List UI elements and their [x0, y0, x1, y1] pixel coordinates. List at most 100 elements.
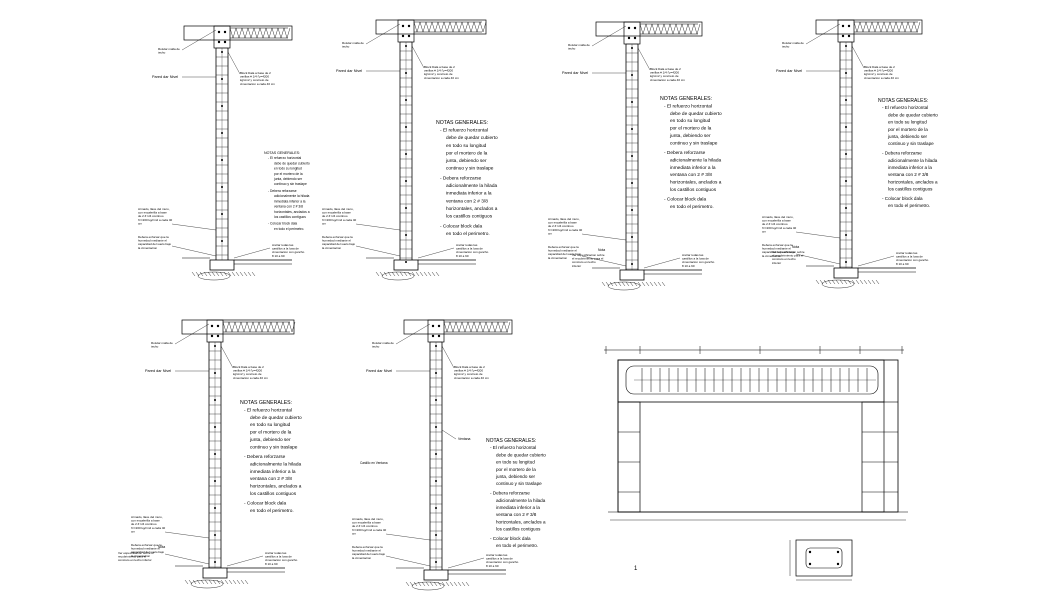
rebar	[845, 234, 847, 236]
block-dala-label: cimentacion a cada 40 cm	[650, 78, 685, 82]
mortar-label: humedad mediante el	[138, 239, 167, 243]
rebar	[631, 236, 633, 238]
note-line: - El refuerzo horizontal	[268, 156, 301, 160]
block-dala-label: Block Dala a base de 2	[650, 67, 681, 71]
block-dala-label: kg/cm2 y concreto de	[454, 372, 483, 376]
armado-dala-label: f'c=200 kg/cm2 a cada 40	[548, 228, 583, 232]
anclar-label: Anclar todas las	[486, 553, 508, 557]
note-line: - Colocar block dala	[664, 197, 706, 203]
note-line: continuo y sin traslape	[250, 444, 298, 450]
rotular-label: techo	[372, 345, 380, 349]
note-line: en todo el perimetro.	[274, 227, 304, 231]
rebar	[405, 180, 407, 182]
mortar-label: capacidad del suelo bajo	[352, 552, 385, 556]
anclar-label: 8 10 a 90	[682, 264, 695, 268]
note-line: horizontales, anclados a	[496, 519, 546, 524]
note-line: inmediata inferior a la	[274, 199, 306, 203]
anclar-label: castillos a la losa de	[682, 257, 709, 261]
block-dala-label: Block Dala a base de 2	[424, 65, 455, 69]
foundation	[833, 267, 859, 279]
block-dala-label: Block Dala a base de 2	[233, 365, 264, 369]
rotular-label: Rotular malla de	[782, 41, 804, 45]
rebar	[435, 426, 437, 428]
note-line: - Colocar block dala	[490, 536, 531, 541]
notes-title: NOTAS GENERALES:	[264, 151, 300, 155]
ver-especificacion-label: concreto en lecho	[572, 260, 596, 264]
roof-slab	[375, 19, 487, 35]
note-line: - El refuerzo horizontal	[244, 407, 292, 413]
rebar	[435, 507, 437, 509]
note-line: debe de quedar cubierto	[888, 112, 938, 117]
block-dala-label: Block Dala a base de 2	[864, 65, 895, 69]
notes-title: NOTAS GENERALES:	[660, 96, 712, 102]
leader	[385, 533, 431, 541]
armado-dala-label: cm	[322, 221, 327, 225]
note-line: en todo su longitud	[670, 118, 711, 124]
soil-hatch	[601, 281, 666, 287]
leader	[851, 45, 865, 69]
armado-dala-label: con escalerilla a base	[762, 219, 791, 223]
note-line: inmediata inferior a la	[496, 505, 540, 510]
note-line: - El refuerzo horizontal	[882, 105, 928, 110]
note-line: en todo su longitud	[496, 460, 535, 465]
rotular-label: techo	[151, 345, 159, 349]
rebar	[845, 72, 847, 74]
note-line: los castillos contiguos	[888, 187, 933, 192]
rebar	[631, 263, 633, 265]
leader	[795, 253, 841, 265]
mortar-label: Debera enforsar que la	[322, 235, 353, 239]
mortar-label: humedad mediante el	[762, 247, 791, 251]
rebar	[845, 126, 847, 128]
mortar-label: capacidad del suelo bajo	[131, 550, 164, 554]
armado-dala-label: Armado, llave del muro,	[548, 217, 580, 221]
note-line: ventana con 2 # 3/8	[446, 198, 488, 204]
note-line: continuo y sin traslape	[888, 141, 934, 146]
rebar	[216, 334, 220, 338]
leader	[395, 323, 431, 345]
rebar	[405, 234, 407, 236]
soil-mound	[607, 281, 641, 291]
armado-dala-label: Armado, llave del muro,	[322, 207, 354, 211]
block-dala-label: kg/cm2 y concreto de	[424, 72, 453, 76]
anclar-label: 8 10 a 90	[272, 254, 285, 258]
leader	[805, 23, 841, 45]
note-line: por el mortero de la	[274, 172, 303, 176]
rebar	[214, 507, 216, 509]
mortar-label: capacidad del suelo bajo	[548, 252, 581, 256]
rotular-label: techo	[342, 45, 350, 49]
note-line: inmediata inferior a la	[670, 165, 716, 171]
truss-joist	[853, 21, 921, 33]
leader	[411, 45, 425, 69]
rebar	[437, 324, 441, 328]
rebar	[435, 399, 437, 401]
notes-title: NOTAS GENERALES:	[486, 438, 536, 444]
armado-dala-label: cm	[762, 229, 767, 233]
lintel-section-detail	[789, 539, 853, 581]
notes-title: NOTAS GENERALES:	[436, 120, 488, 126]
note-line: - Debera reforzarse	[664, 150, 706, 156]
ver-especificacion-label: recubrimiento para el	[118, 555, 147, 559]
note-line: en todo el perimetro.	[496, 543, 538, 548]
rebar	[223, 40, 227, 44]
anclar-label: castillos a la losa de	[272, 247, 299, 251]
anclar-label: cimentacion con gancho	[456, 250, 489, 254]
rebar	[221, 78, 223, 80]
note-line: - Colocar block dala	[882, 196, 923, 201]
mortar-label: capacidad del suelo bajo	[322, 242, 355, 246]
note-line: - Colocar block dala	[440, 223, 482, 229]
rebar	[845, 180, 847, 182]
rebar	[836, 562, 840, 566]
rotular-label: Rotular malla de	[342, 41, 364, 45]
rotular-label: Rotular malla de	[568, 43, 590, 47]
pared-nivel-label: Pared dar Nivel	[145, 369, 171, 373]
note-line: junta, debiendo ser	[495, 474, 536, 479]
rebar	[214, 534, 216, 536]
rebar	[401, 34, 405, 38]
leader	[174, 323, 210, 345]
note-line: adicionalmente la hilada	[888, 158, 938, 163]
rebar	[847, 24, 851, 28]
mortar-label: la cimentacion	[131, 554, 151, 558]
rebar	[435, 453, 437, 455]
notes-block: NOTAS GENERALES:- El refuerzo horizontal…	[878, 98, 938, 208]
